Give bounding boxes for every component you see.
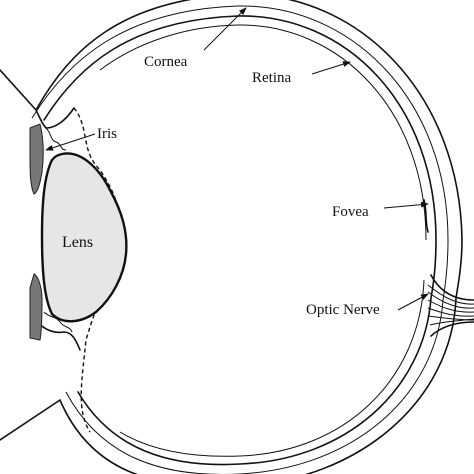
pointer-iris [45, 133, 96, 151]
iris-lower[interactable] [29, 273, 43, 341]
optic-nerve-bundle-lower [430, 321, 474, 337]
iris-upper[interactable] [29, 123, 44, 195]
pointer-fovea [383, 201, 429, 209]
label-fovea: Fovea [332, 204, 369, 220]
optic-nerve-bundle [430, 274, 474, 301]
cornea-lower [35, 319, 81, 351]
pointer-retina [311, 61, 351, 75]
label-optic-nerve: Optic Nerve [306, 302, 380, 318]
lens-body[interactable] [40, 152, 128, 323]
retina-inner-line [99, 24, 427, 241]
ciliary-lower [43, 311, 73, 333]
retina-lower-line [119, 279, 425, 457]
optic-nerve-fibers [427, 284, 474, 326]
pointer-cornea [203, 7, 247, 51]
pointer-optic-nerve [397, 293, 429, 311]
cornea-upper [35, 107, 75, 129]
eye-middle-wall [31, 5, 449, 474]
label-lens: Lens [62, 234, 93, 251]
label-cornea: Cornea [144, 54, 188, 70]
lens-capsule-dashed [73, 107, 123, 433]
label-retina: Retina [252, 70, 291, 86]
retina-surface [43, 15, 437, 466]
ciliary-upper [45, 127, 67, 151]
eye-outer-wall [0, 0, 463, 474]
label-iris: Iris [97, 126, 117, 142]
